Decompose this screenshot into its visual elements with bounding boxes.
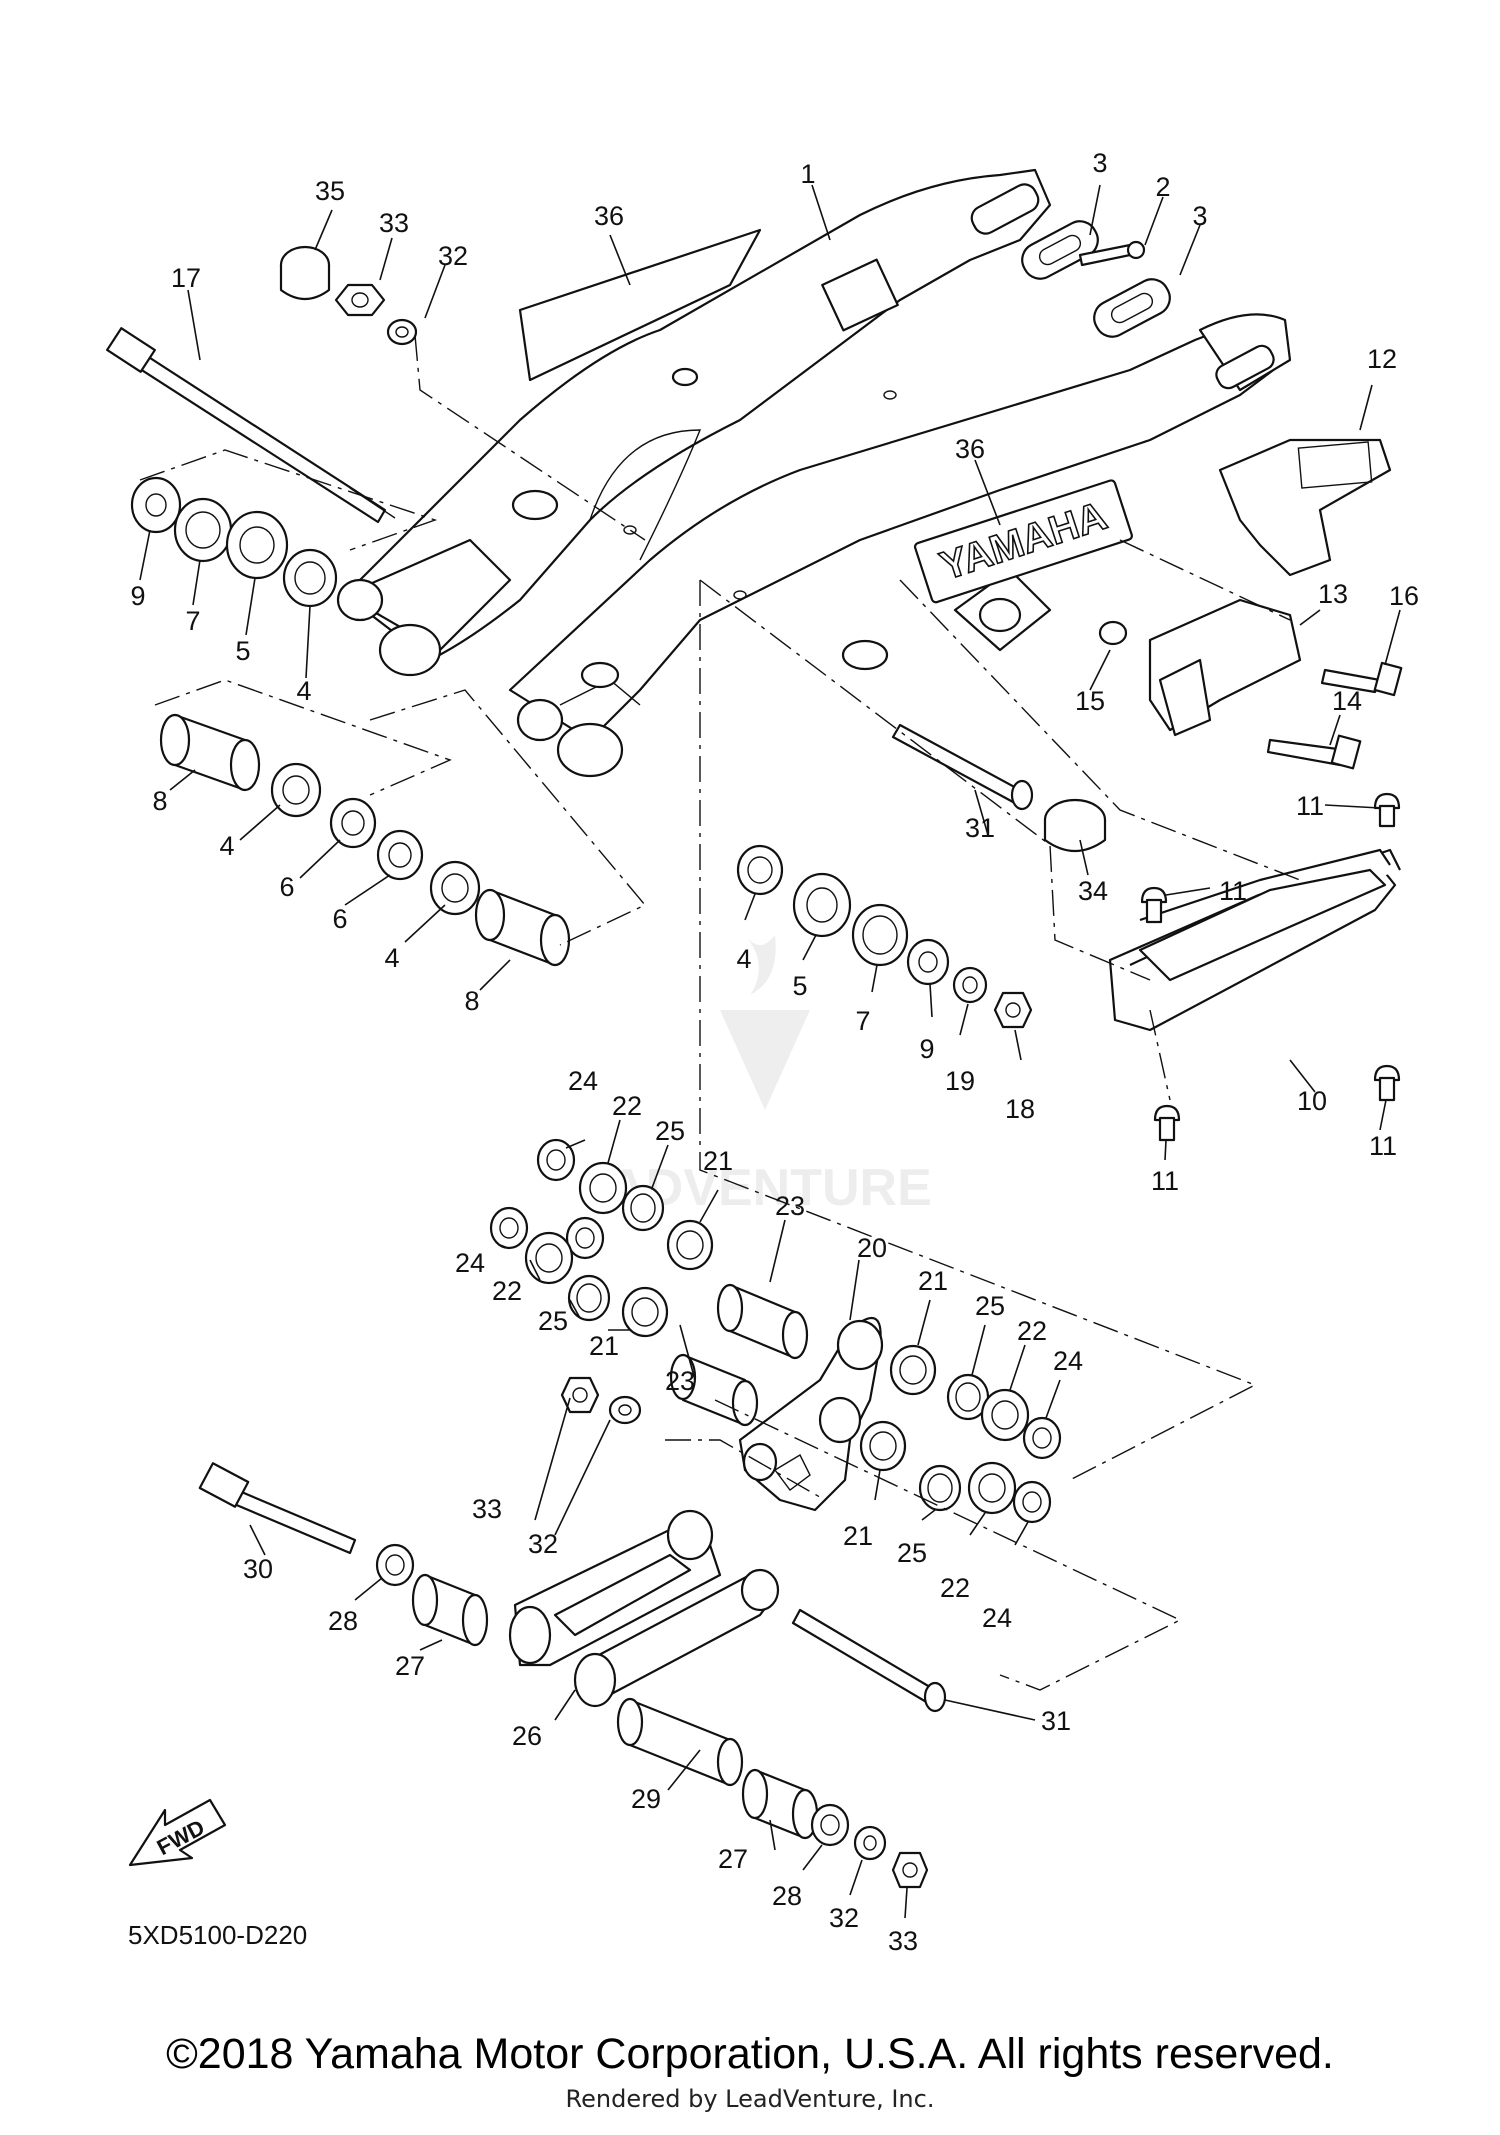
callout-33: 33 — [888, 1926, 918, 1956]
callout-26: 26 — [512, 1721, 542, 1751]
callout-34: 34 — [1078, 876, 1108, 906]
pivot-axle-and-bearings — [106, 220, 1171, 967]
callout-25: 25 — [897, 1538, 927, 1568]
callout-10: 10 — [1297, 1086, 1327, 1116]
fwd-arrow-icon: FWD — [128, 1798, 227, 1867]
callout-32: 32 — [829, 1903, 859, 1933]
callout-22: 22 — [1017, 1316, 1047, 1346]
callout-11: 11 — [1151, 1166, 1179, 1196]
callout-24: 24 — [982, 1603, 1012, 1633]
callout-25: 25 — [538, 1306, 568, 1336]
callout-18: 18 — [1005, 1094, 1035, 1124]
callout-6: 6 — [332, 904, 347, 934]
callout-1: 1 — [800, 159, 815, 189]
callout-28: 28 — [772, 1881, 802, 1911]
callout-22: 22 — [612, 1091, 642, 1121]
callout-29: 29 — [631, 1784, 661, 1814]
callout-32: 32 — [528, 1529, 558, 1559]
callout-8: 8 — [152, 786, 167, 816]
callout-22: 22 — [492, 1276, 522, 1306]
callout-3: 3 — [1092, 148, 1107, 178]
callout-31: 31 — [965, 813, 995, 843]
callout-13: 13 — [1318, 579, 1348, 609]
callout-21: 21 — [918, 1266, 948, 1296]
callout-5: 5 — [235, 636, 250, 666]
callout-11: 11 — [1296, 791, 1324, 821]
callout-27: 27 — [395, 1651, 425, 1681]
callout-32: 32 — [438, 241, 468, 271]
callout-33: 33 — [472, 1494, 502, 1524]
callout-16: 16 — [1389, 581, 1419, 611]
callout-7: 7 — [855, 1006, 870, 1036]
rendered-by-text: Rendered by LeadVenture, Inc. — [565, 2085, 935, 2113]
callout-21: 21 — [589, 1331, 619, 1361]
callout-30: 30 — [243, 1554, 273, 1584]
chain-parts — [1098, 438, 1403, 1142]
callout-8: 8 — [464, 986, 479, 1016]
callout-2: 2 — [1155, 172, 1170, 202]
callout-6: 6 — [279, 872, 294, 902]
callout-11: 11 — [1369, 1131, 1397, 1161]
callout-14: 14 — [1332, 686, 1362, 716]
diagram-code: 5XD5100-D220 — [128, 1920, 308, 1950]
callout-24: 24 — [568, 1066, 598, 1096]
callout-25: 25 — [655, 1116, 685, 1146]
callout-24: 24 — [1053, 1346, 1083, 1376]
callout-27: 27 — [718, 1844, 748, 1874]
callout-labels: 1 2 3 3 4 4 4 4 5 5 6 6 7 7 8 8 9 9 10 1… — [130, 148, 1419, 1956]
callout-19: 19 — [945, 1066, 975, 1096]
callout-4: 4 — [736, 944, 751, 974]
assembly-lines — [139, 334, 1301, 1691]
callout-21: 21 — [703, 1146, 733, 1176]
callout-4: 4 — [384, 943, 399, 973]
callout-33: 33 — [379, 208, 409, 238]
callout-9: 9 — [130, 581, 145, 611]
callout-4: 4 — [219, 831, 234, 861]
callout-31: 31 — [1041, 1706, 1071, 1736]
callout-22: 22 — [940, 1573, 970, 1603]
callout-20: 20 — [857, 1233, 887, 1263]
callout-12: 12 — [1367, 344, 1397, 374]
callout-4: 4 — [296, 676, 311, 706]
callout-9: 9 — [919, 1034, 934, 1064]
callout-11: 11 — [1219, 876, 1247, 906]
callout-17: 17 — [171, 263, 201, 293]
swingarm: YAMAHA — [336, 168, 1292, 778]
callout-24: 24 — [455, 1248, 485, 1278]
callout-5: 5 — [792, 971, 807, 1001]
callout-35: 35 — [315, 176, 345, 206]
callout-7: 7 — [185, 606, 200, 636]
callout-3: 3 — [1192, 201, 1207, 231]
callout-28: 28 — [328, 1606, 358, 1636]
copyright-notice: ©2018 Yamaha Motor Corporation, U.S.A. A… — [166, 2030, 1334, 2078]
callout-25: 25 — [975, 1291, 1005, 1321]
callout-36: 36 — [594, 201, 624, 231]
callout-23: 23 — [665, 1366, 695, 1396]
leader-lines — [139, 184, 1401, 1919]
callout-23: 23 — [775, 1191, 805, 1221]
callout-15: 15 — [1075, 686, 1105, 716]
callout-36: 36 — [955, 434, 985, 464]
linkage-parts — [198, 723, 1107, 1889]
callout-21: 21 — [843, 1521, 873, 1551]
